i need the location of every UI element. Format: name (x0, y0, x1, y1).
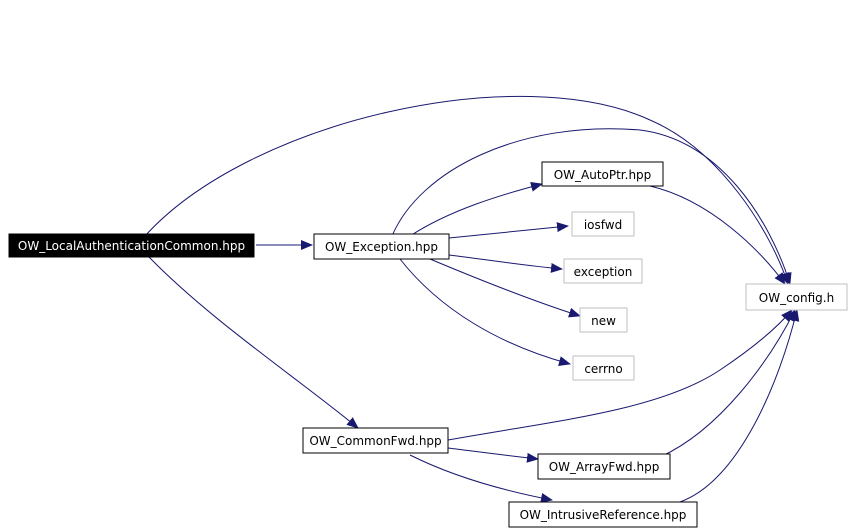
edge-arrayfwd-to-config (659, 309, 796, 458)
node-iosfwd[interactable]: iosfwd (571, 211, 635, 237)
edge-commonfwd-to-intrusiveref (409, 454, 553, 503)
node-autoptr-label: OW_AutoPtr.hpp (554, 168, 652, 182)
edge-exception-to-exception (448, 254, 563, 273)
edge-commonfwd-to-arrayfwd (447, 447, 539, 463)
node-exception-label: exception (574, 265, 633, 279)
node-exception-hpp-label: OW_Exception.hpp (325, 240, 438, 254)
edge-commonfwd-to-config (447, 309, 793, 441)
node-autoptr[interactable]: OW_AutoPtr.hpp (541, 161, 664, 187)
node-commonfwd[interactable]: OW_CommonFwd.hpp (302, 427, 449, 454)
edge-root-to-config (144, 95, 790, 285)
edge-exception-to-new (429, 258, 581, 318)
node-intrusiveref-label: OW_IntrusiveReference.hpp (520, 508, 687, 522)
node-new-label: new (591, 314, 616, 328)
edge-intrusiveref-to-config (679, 309, 800, 503)
node-config-label: OW_config.h (759, 291, 834, 305)
node-commonfwd-label: OW_CommonFwd.hpp (309, 434, 441, 448)
node-cerrno-label: cerrno (584, 362, 622, 376)
node-new[interactable]: new (579, 307, 628, 333)
edge-exception-to-iosfwd (448, 222, 569, 239)
edge-autoptr-to-config (649, 185, 786, 285)
node-config[interactable]: OW_config.h (745, 283, 848, 311)
node-arrayfwd[interactable]: OW_ArrayFwd.hpp (537, 453, 671, 480)
node-root[interactable]: OW_LocalAuthenticationCommon.hpp (8, 233, 255, 258)
edge-root-to-commonfwd (147, 255, 359, 429)
edge-exception-to-cerrno (399, 258, 571, 366)
edge-exception-to-autoptr (409, 181, 543, 237)
node-iosfwd-label: iosfwd (584, 218, 622, 232)
node-cerrno[interactable]: cerrno (572, 355, 635, 381)
edge-exception-to-config (391, 128, 792, 285)
node-arrayfwd-label: OW_ArrayFwd.hpp (549, 460, 660, 474)
node-root-label: OW_LocalAuthenticationCommon.hpp (18, 239, 245, 253)
node-exception[interactable]: exception (563, 258, 643, 284)
node-exception-hpp[interactable]: OW_Exception.hpp (313, 233, 450, 260)
node-intrusiveref[interactable]: OW_IntrusiveReference.hpp (508, 501, 698, 528)
